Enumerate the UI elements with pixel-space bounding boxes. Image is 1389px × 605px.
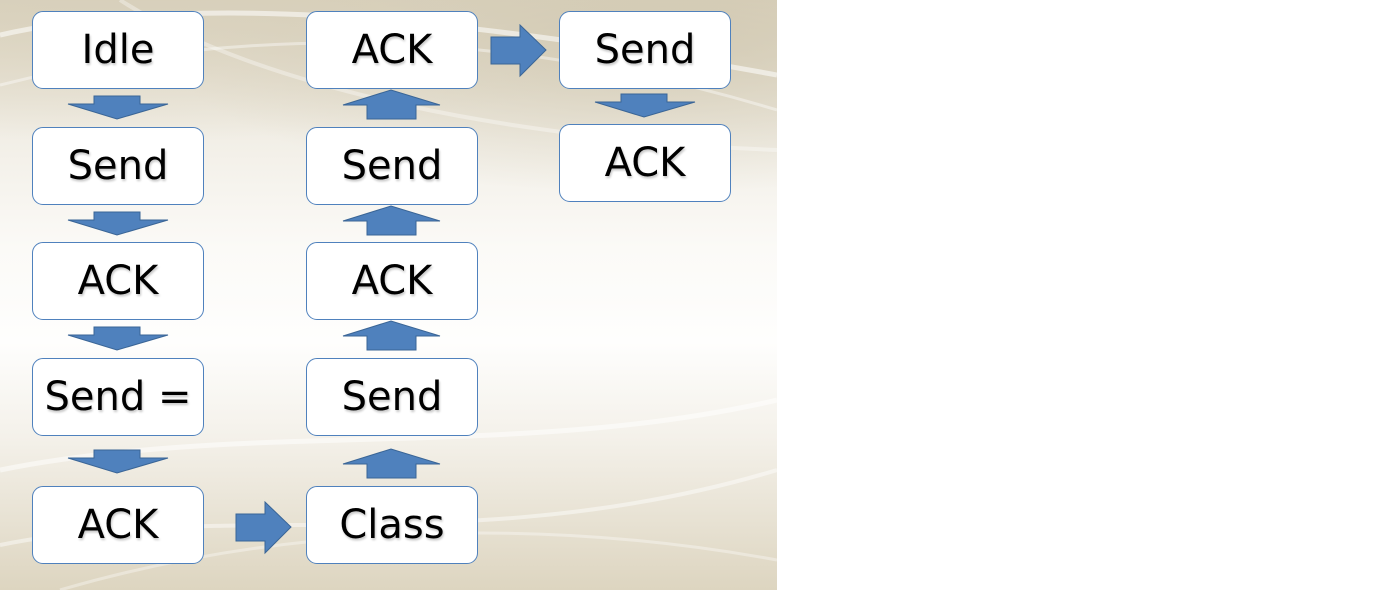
arrow-down-icon [67,449,169,474]
arrow-right-icon [490,24,547,78]
arrow-up-icon [342,205,441,236]
arrow-up-icon [342,448,441,479]
arrow-down-icon [67,95,169,120]
arrow-down-icon [67,326,169,351]
slide-background: Idle Send ACK Send = ACK Class Send ACK … [0,0,777,590]
arrow-down-icon [594,93,696,118]
node-ack-5: ACK [559,124,731,202]
arrow-up-icon [342,89,441,120]
node-send-3: Send [306,127,478,205]
node-idle: Idle [32,11,204,89]
node-send-2: Send [306,358,478,436]
arrow-down-icon [67,211,169,236]
node-ack-3: ACK [306,242,478,320]
node-ack-4: ACK [306,11,478,89]
arrow-up-icon [342,320,441,351]
node-send-4: Send [559,11,731,89]
node-class: Class [306,486,478,564]
node-ack-2: ACK [32,486,204,564]
arrow-right-icon [235,501,292,555]
node-send-1: Send [32,127,204,205]
node-send-eq: Send = [32,358,204,436]
node-ack-1: ACK [32,242,204,320]
